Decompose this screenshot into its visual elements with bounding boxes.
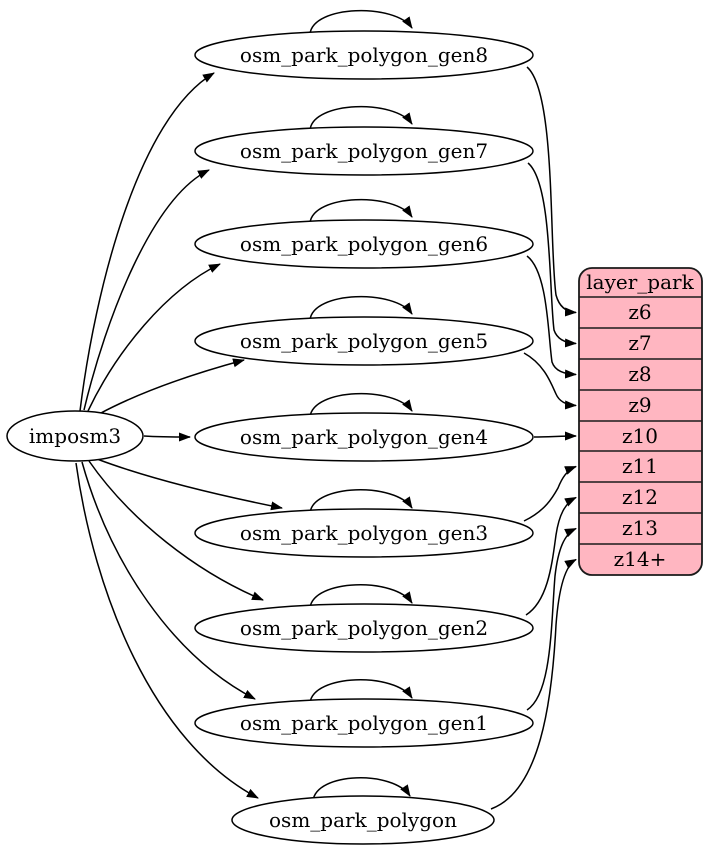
self-loop-gen3 <box>309 489 413 514</box>
node-osm-park-polygon-gen2: osm_park_polygon_gen2 <box>194 603 534 653</box>
gen3-label: osm_park_polygon_gen3 <box>240 521 488 545</box>
row-z12: z12 <box>622 485 658 509</box>
edge-imposm3-to-osm-park-polygon <box>75 462 259 799</box>
node-osm-park-polygon-gen7: osm_park_polygon_gen7 <box>194 126 534 176</box>
edge-gen2-to-z12 <box>525 496 577 616</box>
self-loop-gen1 <box>309 679 413 704</box>
self-loop-osm-park-polygon <box>312 777 411 802</box>
gen8-label: osm_park_polygon_gen8 <box>240 43 488 67</box>
edge-gen3-to-z11 <box>523 465 577 522</box>
self-loop-gen5 <box>309 296 413 321</box>
gen6-label: osm_park_polygon_gen6 <box>240 232 488 256</box>
edge-gen5-to-z9 <box>523 352 577 410</box>
edge-osm-park-polygon-to-z14plus <box>490 558 577 810</box>
edge-imposm3-to-gen4 <box>143 432 191 442</box>
row-z13: z13 <box>622 516 658 540</box>
row-z8: z8 <box>628 362 651 386</box>
gen1-ellipse <box>194 698 534 748</box>
gen8-ellipse <box>194 30 534 80</box>
self-loop-gen2 <box>309 584 413 609</box>
node-osm-park-polygon: osm_park_polygon <box>231 795 495 845</box>
gen6-ellipse <box>194 219 534 269</box>
imposm3-ellipse <box>6 410 144 462</box>
row-z11: z11 <box>622 454 658 478</box>
self-loop-gen6 <box>309 199 413 224</box>
edge-gen8-to-z6 <box>526 66 577 317</box>
edge-gen1-to-z13 <box>526 527 577 711</box>
edge-imposm3-to-gen1 <box>81 461 256 700</box>
row-z6: z6 <box>628 300 651 324</box>
gen5-label: osm_park_polygon_gen5 <box>240 329 488 353</box>
edge-imposm3-to-gen6 <box>87 263 221 412</box>
node-layer-park: layer_park z6 z7 z8 z9 z10 z11 z12 z13 z… <box>578 267 703 576</box>
node-osm-park-polygon-gen8: osm_park_polygon_gen8 <box>194 30 534 80</box>
node-osm-park-polygon-gen3: osm_park_polygon_gen3 <box>194 508 534 558</box>
edges-from-source <box>75 72 283 799</box>
gen3-ellipse <box>194 508 534 558</box>
node-imposm3: imposm3 <box>6 410 144 462</box>
layer-park-title: layer_park <box>586 270 694 294</box>
row-z10: z10 <box>622 424 658 448</box>
edge-imposm3-to-gen8 <box>79 72 215 412</box>
edge-gen6-to-z8 <box>526 255 577 379</box>
gen2-ellipse <box>194 603 534 653</box>
row-z9: z9 <box>628 393 651 417</box>
self-loop-gen4 <box>309 393 413 418</box>
self-loop-gen8 <box>309 10 413 35</box>
edge-gen7-to-z7 <box>527 162 577 348</box>
gen7-ellipse <box>194 126 534 176</box>
edges-to-layer <box>490 66 577 810</box>
gen4-ellipse <box>194 412 534 462</box>
edge-gen4-to-z10 <box>533 431 577 441</box>
gen4-label: osm_park_polygon_gen4 <box>240 425 488 449</box>
imposm3-label: imposm3 <box>29 424 121 448</box>
node-osm-park-polygon-gen5: osm_park_polygon_gen5 <box>194 316 534 366</box>
osm-park-polygon-label: osm_park_polygon <box>269 808 457 832</box>
node-osm-park-polygon-gen6: osm_park_polygon_gen6 <box>194 219 534 269</box>
edge-imposm3-to-gen7 <box>83 169 210 411</box>
row-z7: z7 <box>628 331 651 355</box>
gen7-label: osm_park_polygon_gen7 <box>240 139 488 163</box>
edge-imposm3-to-gen5 <box>98 358 245 415</box>
self-loop-edges <box>309 10 413 802</box>
node-osm-park-polygon-gen4: osm_park_polygon_gen4 <box>194 412 534 462</box>
gen5-ellipse <box>194 316 534 366</box>
node-osm-park-polygon-gen1: osm_park_polygon_gen1 <box>194 698 534 748</box>
edge-imposm3-to-gen2 <box>88 460 264 601</box>
gen2-label: osm_park_polygon_gen2 <box>240 616 488 640</box>
row-z14plus: z14+ <box>614 547 667 571</box>
gen1-label: osm_park_polygon_gen1 <box>240 711 488 735</box>
self-loop-gen7 <box>309 106 413 131</box>
osm-park-polygon-ellipse <box>231 795 495 845</box>
edge-imposm3-to-gen3 <box>96 458 283 511</box>
